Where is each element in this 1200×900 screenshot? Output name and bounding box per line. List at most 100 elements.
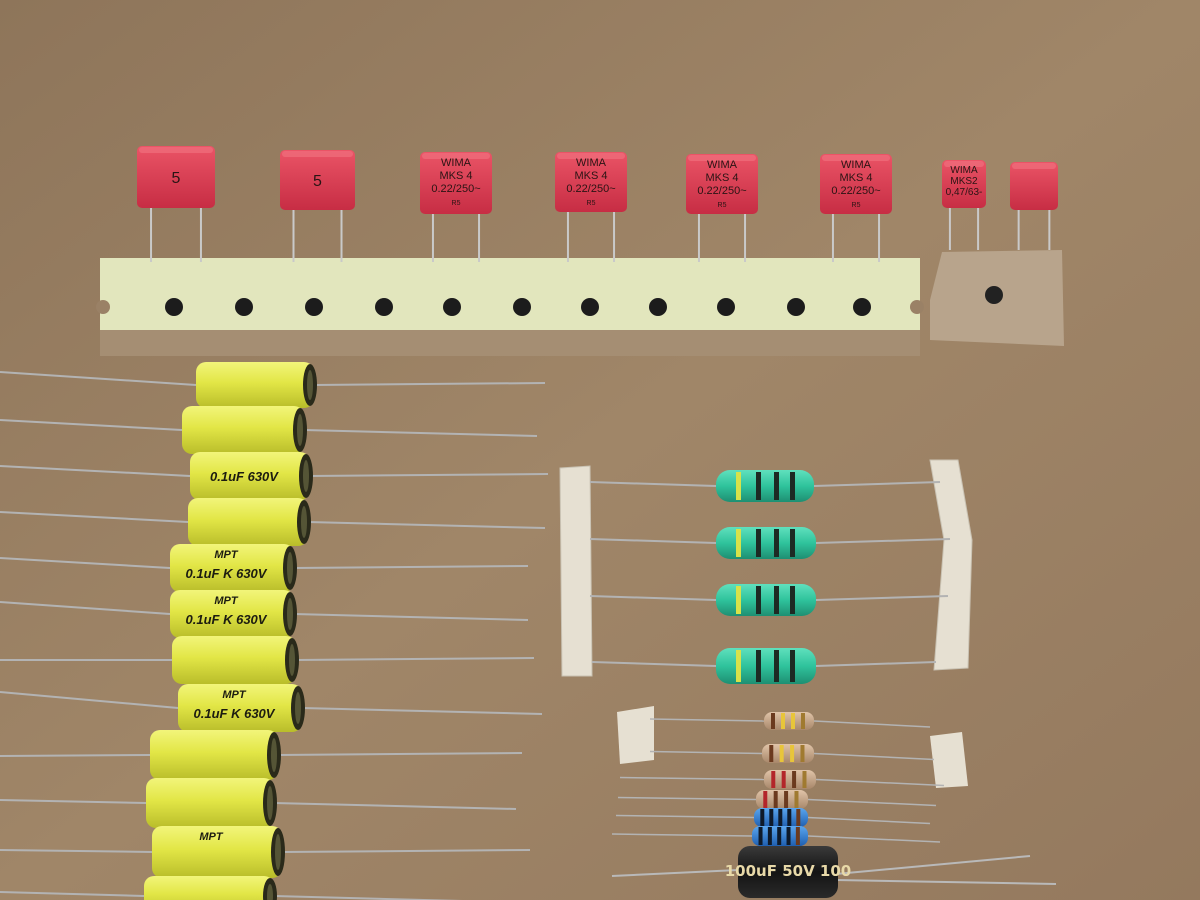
- color-band: [736, 529, 741, 557]
- color-band: [774, 472, 779, 500]
- color-band: [774, 529, 779, 557]
- electrolytic-capacitor: 100uF 50V 100: [611, 846, 1057, 898]
- axial-film-capacitor-stack: 0.1uF 630V MPT 0.1uF K 630V MPT 0.1uF K 630V…: [0, 362, 549, 900]
- capacitor-marking: WIMA: [441, 157, 472, 169]
- color-band: [800, 745, 805, 762]
- capacitor-body: [170, 544, 294, 592]
- color-band: [774, 586, 779, 614]
- capacitor-body: [144, 876, 274, 900]
- capacitor-body: [420, 152, 492, 214]
- small-resistor-group: [611, 712, 945, 846]
- color-band: [796, 809, 801, 826]
- resistor-tape-left: [559, 465, 593, 677]
- small-resistor-tape-left: [617, 706, 654, 764]
- color-band: [771, 713, 775, 729]
- capacitor-marking: MKS 4: [839, 172, 872, 184]
- axial-capacitor: [0, 406, 538, 454]
- axial-capacitor: [0, 778, 517, 828]
- color-band: [756, 586, 761, 614]
- capacitor-body: [146, 778, 274, 828]
- color-band: [790, 745, 795, 762]
- tape-hole: [581, 298, 599, 316]
- power-resistor: [589, 470, 941, 502]
- color-band: [769, 809, 774, 826]
- capacitor-marking: 0.22/250~: [566, 183, 615, 195]
- capacitor-marking: 0.1uF 630V: [210, 469, 279, 484]
- capacitor-tape-strip: [96, 258, 924, 356]
- tape-hole: [717, 298, 735, 316]
- color-band: [774, 650, 779, 682]
- capacitor-marking: 0.22/250~: [697, 185, 746, 197]
- color-band: [802, 771, 807, 788]
- capacitor-marking: 0.1uF K 630V: [194, 706, 276, 721]
- capacitor-marking: MKS 4: [705, 172, 738, 184]
- capacitor-marking: MPT: [214, 549, 239, 561]
- color-band: [795, 827, 800, 845]
- capacitor-marking: R5: [852, 202, 861, 209]
- axial-capacitor: [0, 636, 535, 684]
- axial-capacitor: [0, 876, 463, 900]
- capacitor-body: [280, 150, 355, 210]
- color-band: [790, 650, 795, 682]
- color-band: [756, 529, 761, 557]
- capacitor-body: [190, 452, 310, 500]
- capacitor-body: [152, 826, 282, 878]
- color-band: [777, 827, 782, 845]
- axial-capacitor: 0.1uF 630V: [0, 452, 549, 500]
- color-band: [779, 745, 784, 762]
- capacitor-body: [820, 154, 892, 214]
- small-resistor: [615, 808, 931, 827]
- capacitor-body: [170, 590, 294, 638]
- capacitor-marking: MKS 4: [439, 170, 472, 182]
- capacitor-marking: MPT: [214, 595, 239, 607]
- capacitor-body: [1010, 162, 1058, 210]
- axial-capacitor: MPT 0.1uF K 630V: [0, 544, 529, 592]
- capacitor-marking: 0,47/63-: [946, 187, 983, 198]
- color-band: [790, 472, 795, 500]
- capacitor-marking: 0.22/250~: [831, 185, 880, 197]
- capacitor-marking: R5: [587, 200, 596, 207]
- capacitor-marking: 0.1uF K 630V: [186, 566, 268, 581]
- color-band: [756, 472, 761, 500]
- capacitor-body: [196, 362, 314, 408]
- capacitor-body: [172, 636, 296, 684]
- power-resistor: [589, 584, 949, 616]
- color-band: [794, 791, 799, 808]
- capacitor-marking: MKS 4: [574, 170, 607, 182]
- tape-hole: [787, 298, 805, 316]
- capacitor-marking: 0.1uF K 630V: [186, 612, 268, 627]
- color-band: [792, 771, 797, 788]
- capacitor-body: [188, 498, 308, 546]
- box-capacitor: [1010, 162, 1058, 250]
- color-band: [769, 745, 774, 762]
- axial-capacitor: [0, 730, 523, 780]
- color-band: [771, 771, 776, 788]
- tape-hole: [305, 298, 323, 316]
- small-resistor: [617, 790, 937, 809]
- tape-hole: [649, 298, 667, 316]
- electrolytic-label: 100uF 50V 100: [725, 862, 851, 880]
- capacitor-body: [942, 160, 986, 208]
- resistor-body: [716, 648, 816, 684]
- color-band: [787, 809, 792, 826]
- power-resistor: [591, 648, 937, 684]
- tape-hole: [165, 298, 183, 316]
- capacitor-marking: 0.22/250~: [431, 183, 480, 195]
- box-capacitor: 5: [137, 146, 215, 262]
- capacitor-body: [182, 406, 304, 454]
- color-band: [786, 827, 791, 845]
- capacitor-marking: WIMA: [576, 157, 607, 169]
- tape-hole: [853, 298, 871, 316]
- capacitor-body: [137, 146, 215, 208]
- resistor-body: [716, 584, 816, 616]
- axial-capacitor: [0, 498, 546, 546]
- color-band: [758, 827, 763, 845]
- axial-capacitor: MPT: [0, 826, 531, 878]
- capacitor-body: [686, 154, 758, 214]
